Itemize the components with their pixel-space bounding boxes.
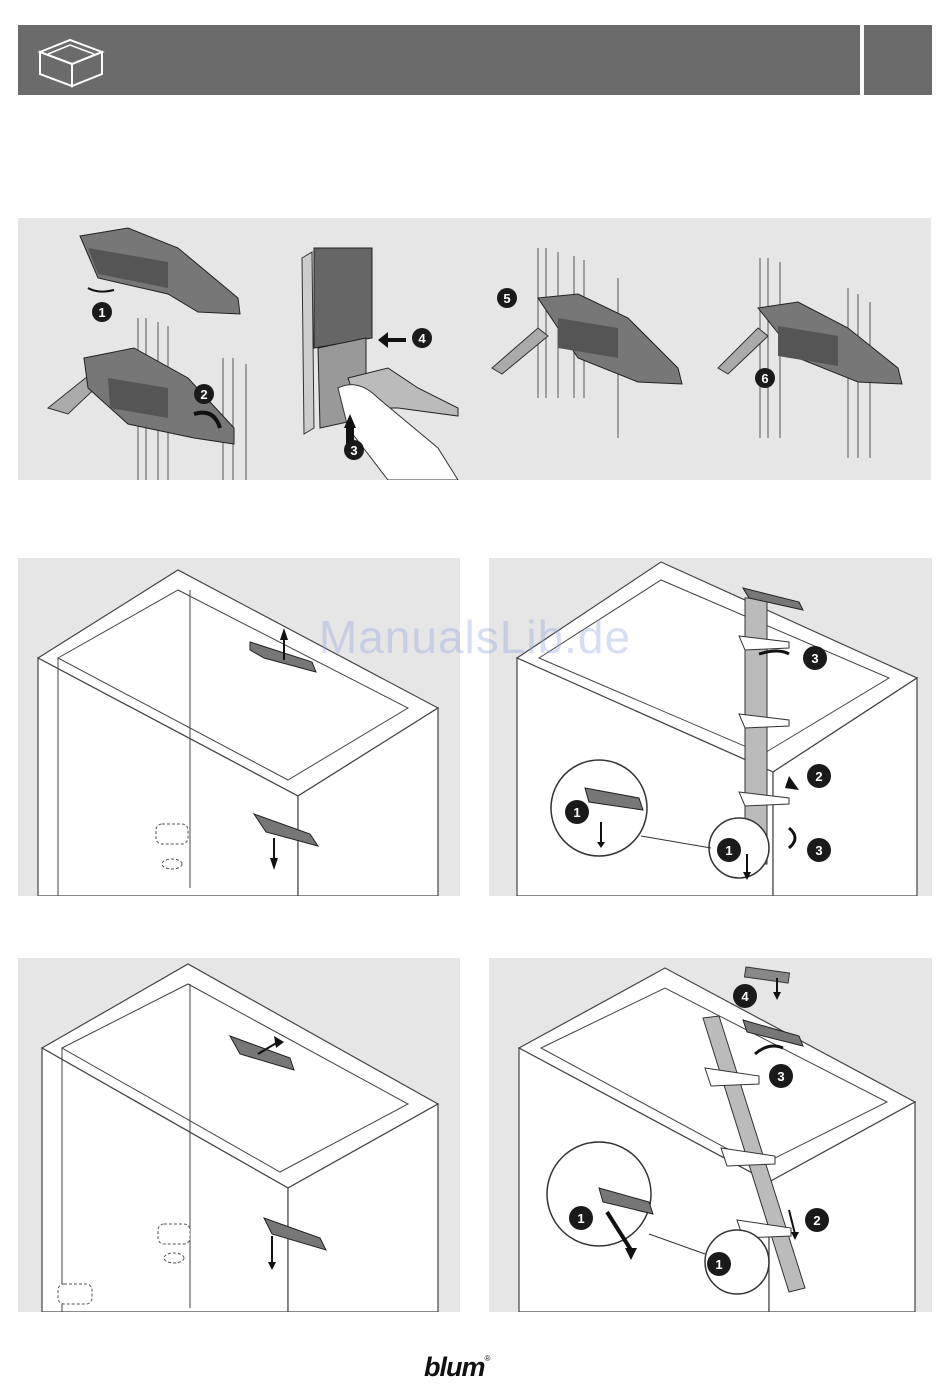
mechanism-figure-c	[492, 248, 682, 438]
brand-logo: blum®	[424, 1352, 489, 1383]
step-badge: 1	[92, 302, 112, 322]
svg-text:5: 5	[503, 291, 510, 306]
svg-text:3: 3	[815, 843, 822, 858]
step-badge: 1	[707, 1252, 731, 1276]
step-badge: 1	[565, 800, 589, 824]
step-badge: 3	[344, 440, 364, 460]
step-badge: 4	[412, 328, 432, 348]
header-tab	[864, 25, 932, 95]
cabinet-panel-3: 3 2 1 1 3	[489, 558, 932, 896]
svg-text:3: 3	[811, 651, 818, 666]
svg-text:1: 1	[725, 843, 732, 858]
drawer-box-icon	[36, 32, 106, 90]
cabinet-panel-4	[18, 958, 460, 1312]
svg-text:1: 1	[573, 805, 580, 820]
mechanism-steps-panel: 1 2 3 4 5 6	[18, 218, 931, 480]
step-badge: 6	[755, 368, 775, 388]
svg-text:2: 2	[815, 769, 822, 784]
cabinet-panel-5: 4 3 1 2 1	[489, 958, 932, 1312]
svg-text:4: 4	[418, 331, 426, 346]
svg-text:1: 1	[98, 305, 105, 320]
svg-text:1: 1	[577, 1211, 584, 1226]
step-badge: 5	[497, 288, 517, 308]
svg-text:2: 2	[200, 387, 207, 402]
svg-text:2: 2	[813, 1213, 820, 1228]
mechanism-figure-a	[48, 228, 246, 480]
svg-text:3: 3	[350, 443, 357, 458]
svg-text:4: 4	[741, 989, 749, 1004]
step-badge: 2	[194, 384, 214, 404]
step-badge: 1	[717, 838, 741, 862]
brand-name: blum	[424, 1352, 485, 1382]
step-badge: 3	[807, 838, 831, 862]
step-badge: 2	[807, 764, 831, 788]
step-badge: 2	[805, 1208, 829, 1232]
mechanism-figure-b	[302, 248, 458, 480]
cabinet-panel-2	[18, 558, 460, 896]
registered-mark: ®	[485, 1354, 490, 1363]
svg-text:6: 6	[761, 371, 768, 386]
step-badge: 1	[569, 1206, 593, 1230]
header-bar	[18, 25, 860, 95]
step-badge: 3	[803, 646, 827, 670]
svg-text:1: 1	[715, 1257, 722, 1272]
svg-text:3: 3	[777, 1069, 784, 1084]
mechanism-figure-d	[718, 258, 902, 458]
step-badge: 4	[733, 984, 757, 1008]
step-badge: 3	[769, 1064, 793, 1088]
